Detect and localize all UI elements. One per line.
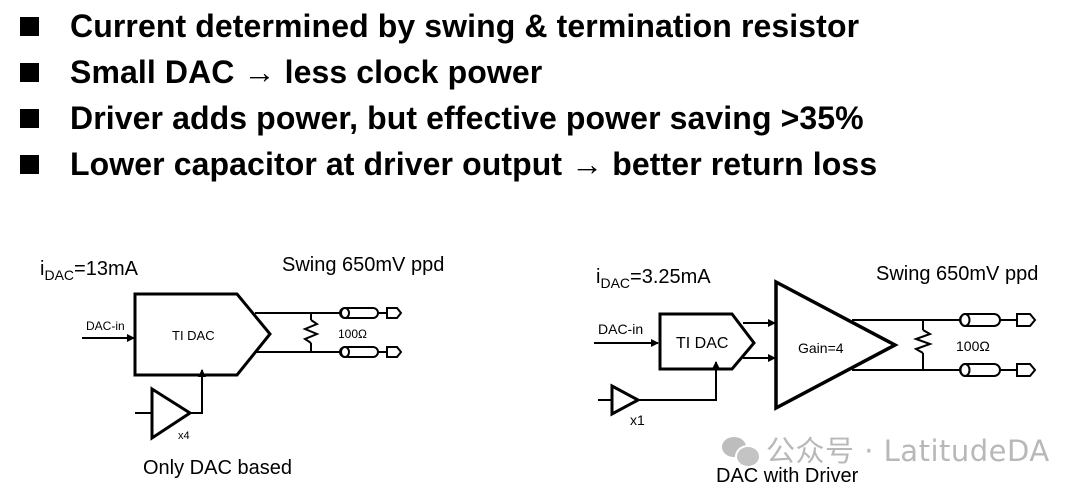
left-resistor-icon bbox=[302, 319, 320, 344]
square-bullet-icon bbox=[20, 63, 39, 82]
square-bullet-icon bbox=[20, 155, 39, 174]
left-buffer-gain-label: x4 bbox=[178, 430, 190, 442]
right-current-label: iDAC=3.25mA bbox=[596, 266, 711, 291]
bullet-item: Driver adds power, but effective power s… bbox=[20, 98, 877, 144]
right-clock-buffer-icon bbox=[610, 383, 642, 417]
left-clock-buffer-icon bbox=[150, 386, 193, 441]
right-resistor-icon bbox=[913, 329, 933, 354]
right-swing-label: Swing 650mV ppd bbox=[876, 263, 1038, 285]
bullet-list: Current determined by swing & terminatio… bbox=[20, 6, 877, 190]
left-resistor-label: 100Ω bbox=[338, 327, 367, 341]
square-bullet-icon bbox=[20, 109, 39, 128]
left-caption: Only DAC based bbox=[143, 457, 292, 479]
left-tline-bottom-icon bbox=[339, 346, 403, 358]
left-tline-top-icon bbox=[339, 307, 403, 319]
watermark: 公众号 · LatitudeDA bbox=[722, 428, 1050, 470]
left-dac-in-label: DAC-in bbox=[86, 319, 125, 333]
left-ti-dac-label: TI DAC bbox=[172, 328, 215, 343]
left-ti-dac-block bbox=[133, 292, 272, 377]
left-swing-label: Swing 650mV ppd bbox=[282, 254, 444, 276]
left-diagram: iDAC=13mA Swing 650mV ppd DAC-in TI DAC … bbox=[40, 254, 444, 479]
bullet-item: Small DAC → less clock power bbox=[20, 52, 877, 98]
right-caption: DAC with Driver bbox=[716, 465, 859, 487]
left-clock-line bbox=[190, 369, 206, 414]
left-current-label: iDAC=13mA bbox=[40, 258, 139, 283]
right-ti-dac-label: TI DAC bbox=[676, 335, 728, 352]
right-tline-bottom-icon bbox=[959, 363, 1037, 377]
right-ti-dac-block bbox=[658, 312, 756, 371]
wechat-icon bbox=[722, 435, 761, 468]
right-driver-label: Gain=4 bbox=[798, 340, 844, 356]
bullet-item: Lower capacitor at driver output → bette… bbox=[20, 144, 877, 190]
right-dac-in-label: DAC-in bbox=[598, 321, 643, 337]
right-diagram: iDAC=3.25mA Swing 650mV ppd DAC-in TI DA… bbox=[594, 263, 1038, 487]
right-driver-amplifier-icon bbox=[774, 279, 899, 411]
right-clock-line bbox=[638, 361, 720, 401]
right-tline-top-icon bbox=[959, 313, 1037, 327]
right-resistor-label: 100Ω bbox=[956, 338, 990, 354]
square-bullet-icon bbox=[20, 17, 39, 36]
bullet-item: Current determined by swing & terminatio… bbox=[20, 6, 877, 52]
right-buffer-gain-label: x1 bbox=[630, 412, 645, 428]
